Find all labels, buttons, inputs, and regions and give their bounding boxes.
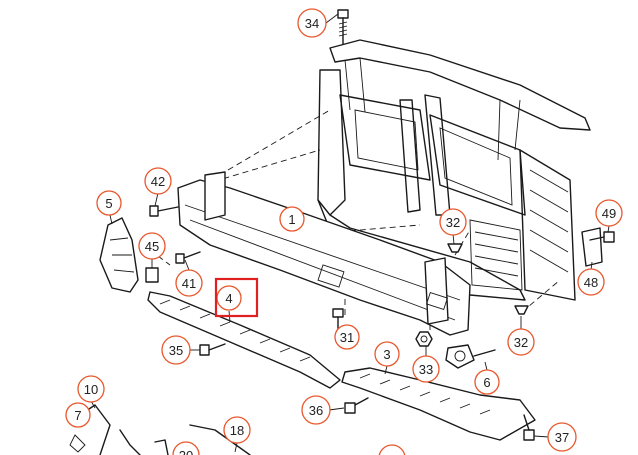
callout-label: 42 (151, 174, 165, 189)
bolt-37 (523, 414, 535, 441)
callout-3: 3 (374, 341, 400, 367)
callout-label: 35 (169, 343, 183, 358)
lower-left-parts (69, 404, 251, 455)
callout-label: 33 (419, 362, 433, 377)
callout-7: 7 (65, 402, 91, 428)
callout-32-lower: 32 (507, 328, 535, 356)
bolt-35 (199, 343, 226, 356)
callout-label: 32 (446, 215, 460, 230)
callout-label: 10 (84, 382, 98, 397)
bolt-34 (337, 9, 349, 45)
nut-33 (415, 331, 433, 347)
callout-label: 6 (483, 375, 490, 390)
bolt-36 (344, 397, 369, 414)
bolt-31 (332, 308, 344, 331)
callout-label: 37 (555, 430, 569, 445)
callout-label: 18 (230, 423, 244, 438)
bolt-41 (175, 251, 201, 264)
callout-label: 36 (309, 403, 323, 418)
callout-label: 5 (105, 196, 112, 211)
callout-label: 1 (288, 212, 295, 227)
callout-41: 41 (175, 269, 203, 297)
callout-48: 48 (577, 268, 605, 296)
callout-6: 6 (474, 369, 500, 395)
clip-45 (145, 267, 159, 283)
callout-35: 35 (161, 335, 191, 365)
callout-label: 32 (514, 335, 528, 350)
callout-20: 20 (172, 441, 200, 455)
clip-32-lower (514, 305, 529, 315)
callout-36: 36 (301, 395, 331, 425)
callout-label: 41 (182, 276, 196, 291)
callout-37: 37 (547, 422, 577, 452)
rubber-mount-6 (445, 344, 496, 369)
callout-34: 34 (297, 8, 327, 38)
lower-guide-bracket (341, 367, 536, 441)
callout-5: 5 (96, 190, 122, 216)
callout-1: 1 (279, 206, 305, 232)
callout-4-highlighted: 4 (214, 277, 259, 318)
callout-label: 3 (383, 347, 390, 362)
callout-42: 42 (144, 167, 172, 195)
callout-label: 7 (74, 408, 81, 423)
radiator-support-frame (317, 39, 603, 301)
bolt-49 (589, 231, 615, 243)
callout-label: 34 (305, 16, 319, 31)
callout-45: 45 (138, 232, 166, 260)
callout-10: 10 (77, 375, 105, 403)
callout-33: 33 (412, 355, 440, 383)
callout-31: 31 (334, 324, 360, 350)
bolt-42 (149, 205, 179, 217)
callout-32-upper: 32 (439, 208, 467, 236)
highlight-box (214, 277, 259, 318)
callout-label: 49 (602, 206, 616, 221)
callout-49: 49 (595, 199, 623, 227)
callout-18: 18 (223, 416, 251, 444)
clip-32-upper (447, 243, 463, 253)
callout-label: 4 (225, 291, 232, 306)
callout-label: 45 (145, 239, 159, 254)
callout-label: 31 (340, 330, 354, 345)
callout-label: 48 (584, 275, 598, 290)
callout-partial-bottom (378, 444, 406, 455)
left-bracket (99, 217, 139, 293)
bumper-reinforcement-beam (177, 171, 471, 336)
callout-label: 20 (179, 448, 193, 455)
